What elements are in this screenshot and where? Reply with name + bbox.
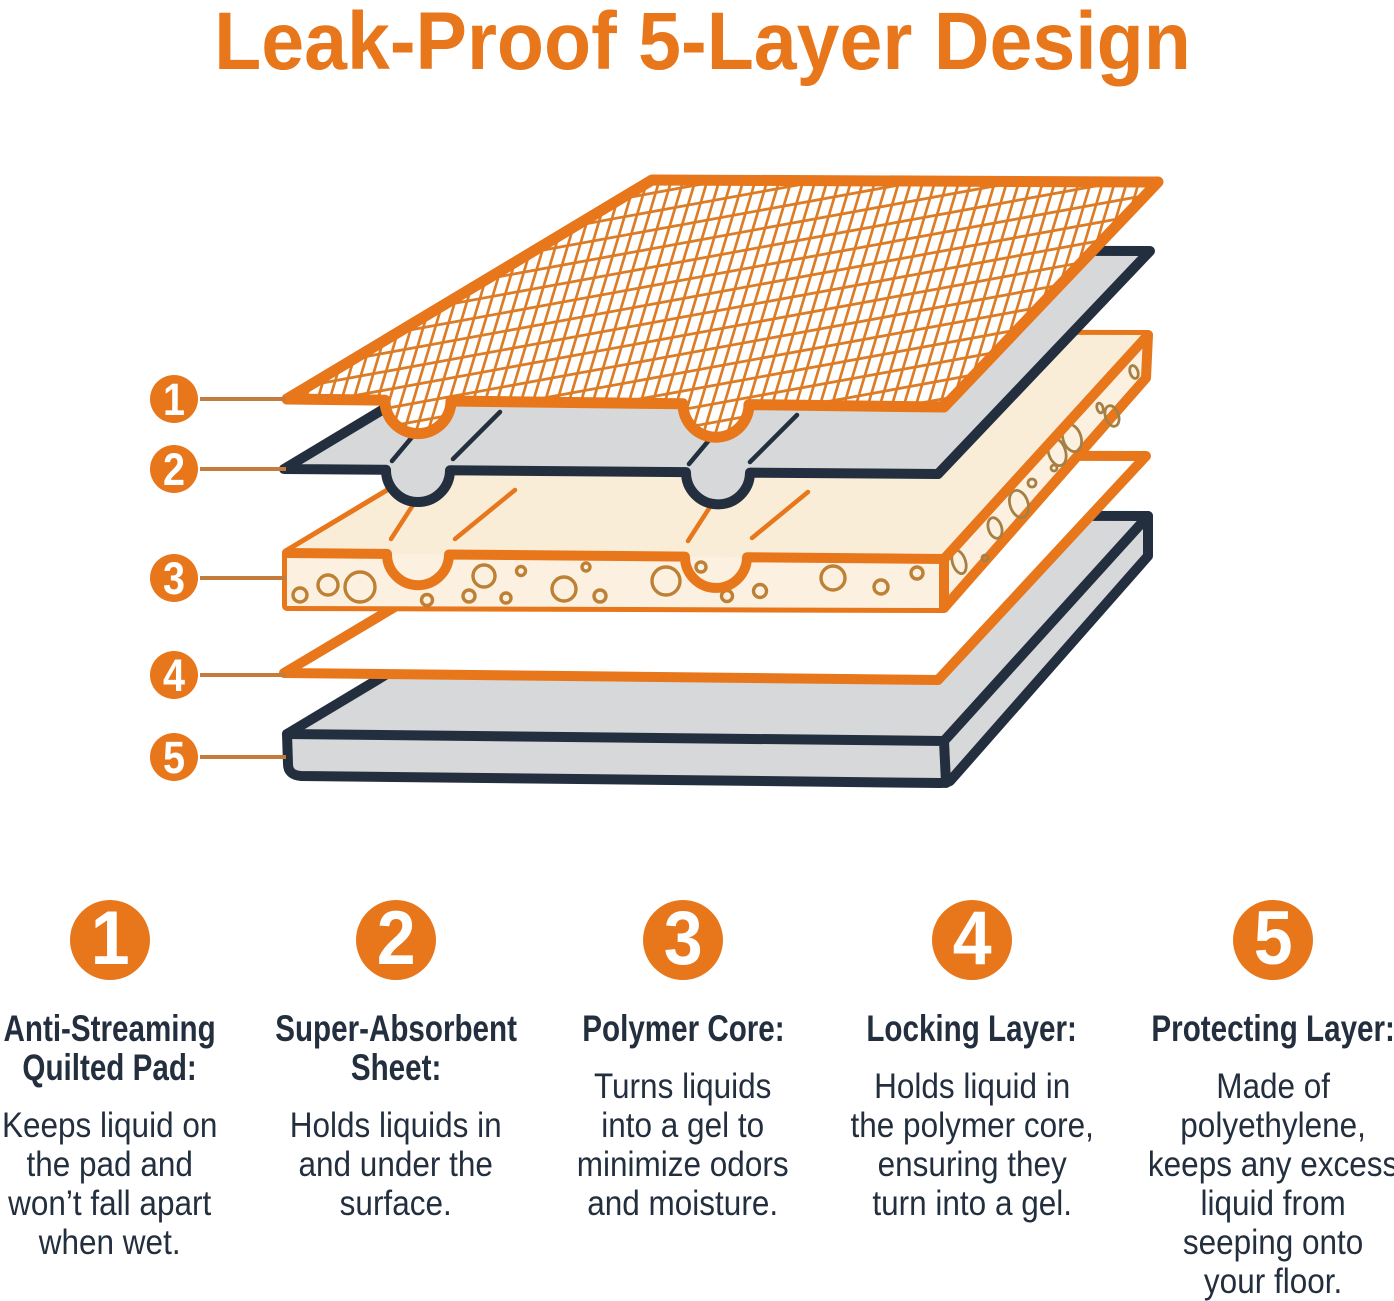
- svg-text:3: 3: [163, 554, 185, 604]
- svg-text:1: 1: [163, 375, 185, 425]
- svg-text:4: 4: [163, 651, 185, 701]
- svg-text:5: 5: [163, 733, 185, 783]
- svg-text:2: 2: [163, 445, 185, 495]
